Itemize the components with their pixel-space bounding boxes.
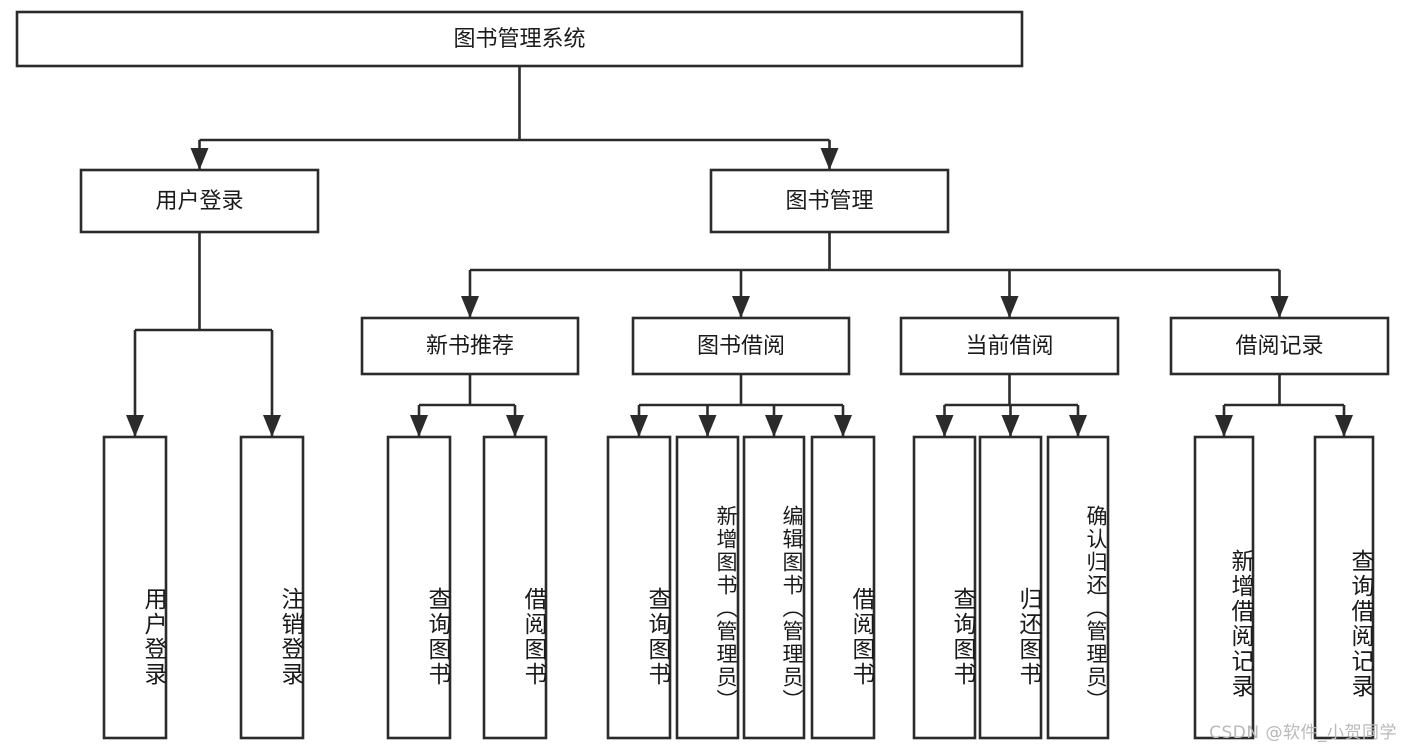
node-box-leaf-add-book[interactable] xyxy=(675,435,740,740)
node-box-new-book-recommend[interactable] xyxy=(360,316,580,376)
arrow-head-icon xyxy=(765,415,783,437)
arrow-head-icon xyxy=(1335,415,1353,437)
arrow-head-icon xyxy=(630,415,648,437)
node-box-leaf-query-book-borrow[interactable] xyxy=(606,435,672,740)
node-box-leaf-query-book-cur[interactable] xyxy=(912,435,977,740)
arrow-head-icon xyxy=(1001,415,1020,437)
node-box-root[interactable] xyxy=(15,10,1024,68)
node-box-book-borrow[interactable] xyxy=(631,316,851,376)
arrow-head-icon xyxy=(461,296,479,318)
arrow-head-icon xyxy=(1270,296,1289,318)
node-box-leaf-user-login[interactable] xyxy=(102,435,168,740)
arrow-head-icon xyxy=(834,415,852,437)
node-label-book-manage: 图书管理 xyxy=(785,189,873,214)
node-label-borrow-record: 借阅记录 xyxy=(1235,334,1323,359)
node-box-leaf-borrow-book[interactable] xyxy=(810,435,876,740)
node-label-root: 图书管理系统 xyxy=(453,27,585,52)
node-box-user-login[interactable] xyxy=(79,168,320,234)
arrow-head-icon xyxy=(732,296,750,318)
arrow-head-icon xyxy=(820,148,839,170)
arrow-head-icon xyxy=(1069,415,1087,437)
node-box-leaf-add-record[interactable] xyxy=(1193,435,1255,740)
node-box-leaf-query-record[interactable] xyxy=(1313,435,1375,740)
connector-layer xyxy=(126,66,1353,437)
node-box-book-manage[interactable] xyxy=(709,168,950,234)
node-box-current-borrow[interactable] xyxy=(899,316,1120,376)
arrow-head-icon xyxy=(410,415,428,437)
node-label-user-login: 用户登录 xyxy=(155,189,243,214)
node-label-current-borrow: 当前借阅 xyxy=(965,334,1053,359)
arrow-head-icon xyxy=(126,415,144,437)
node-label-book-borrow: 图书借阅 xyxy=(697,334,785,359)
arrow-head-icon xyxy=(1215,415,1233,437)
arrow-head-icon xyxy=(1000,296,1019,318)
watermark-text: CSDN @软件_小贺同学 xyxy=(1209,723,1397,743)
arrow-head-icon xyxy=(263,415,281,437)
node-box-borrow-record[interactable] xyxy=(1169,316,1390,376)
arrow-head-icon xyxy=(190,148,209,170)
arrow-head-icon xyxy=(698,415,717,437)
node-box-leaf-return-book[interactable] xyxy=(978,435,1043,740)
node-box-layer xyxy=(15,10,1390,740)
node-box-leaf-logout[interactable] xyxy=(239,435,305,740)
node-box-leaf-confirm-return[interactable] xyxy=(1046,435,1110,740)
node-box-leaf-edit-book[interactable] xyxy=(742,435,806,740)
node-label-new-book-recommend: 新书推荐 xyxy=(426,334,514,359)
node-box-leaf-query-book-rec[interactable] xyxy=(386,435,452,740)
arrow-head-icon xyxy=(935,415,954,437)
node-box-leaf-borrow-book-rec[interactable] xyxy=(482,435,548,740)
arrow-head-icon xyxy=(506,415,524,437)
